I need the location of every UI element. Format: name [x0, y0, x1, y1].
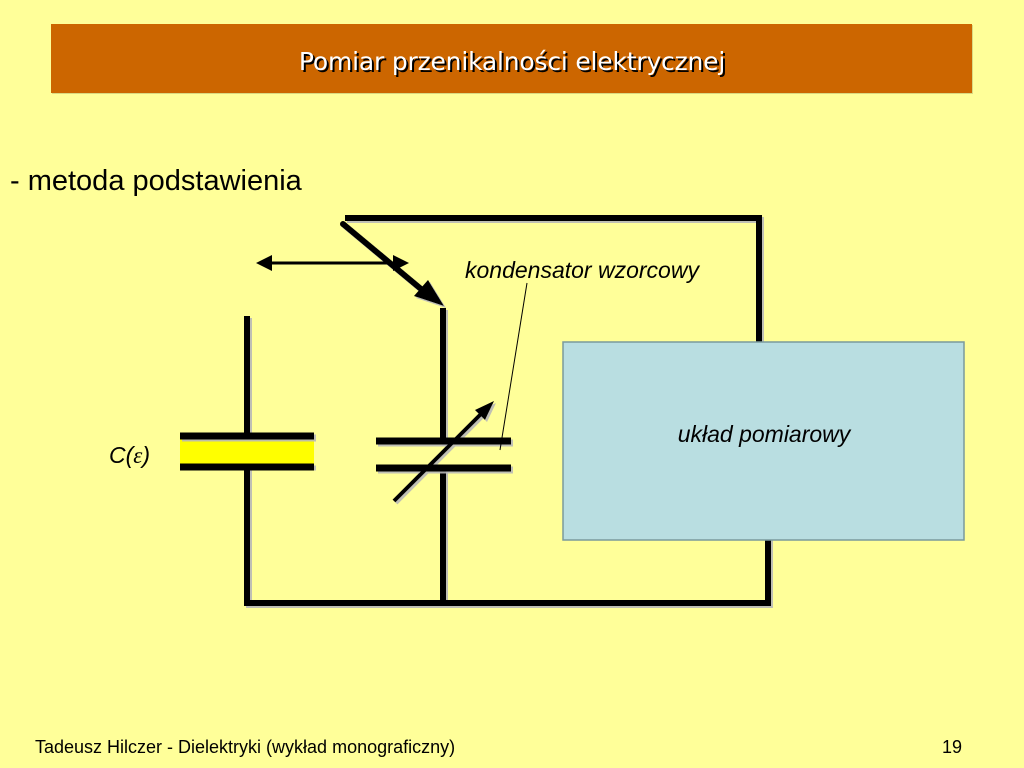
slide-subtitle: - metoda podstawienia [10, 165, 302, 197]
switch-arrowhead [414, 280, 444, 306]
reference-capacitor-label: kondensator wzorcowy [465, 257, 700, 283]
dielectric-fill [180, 439, 314, 465]
variable-capacitor [376, 401, 511, 503]
switch-direction-arrow [256, 255, 409, 271]
sample-capacitor [180, 432, 314, 471]
capacitance-label-symbol: ε [133, 443, 143, 468]
circuit-wires [244, 215, 771, 606]
capacitance-label: C(ε) [109, 442, 150, 468]
variable-arrow-head [475, 401, 494, 420]
capacitance-label-suffix: ) [139, 442, 150, 468]
switch-arm [340, 221, 444, 306]
page-number: 19 [941, 737, 962, 757]
title-bar [51, 24, 972, 93]
footer-author: Tadeusz Hilczer - Dielektryki (wykład mo… [35, 737, 456, 757]
variable-arrow-line [392, 407, 488, 503]
slide-title: Pomiar przenikalności elektrycznej [298, 47, 726, 76]
label-pointer-line [499, 282, 528, 451]
measurement-unit-label: układ pomiarowy [678, 421, 852, 447]
capacitance-label-prefix: C( [109, 442, 136, 468]
measurement-unit: układ pomiarowy [562, 341, 965, 541]
